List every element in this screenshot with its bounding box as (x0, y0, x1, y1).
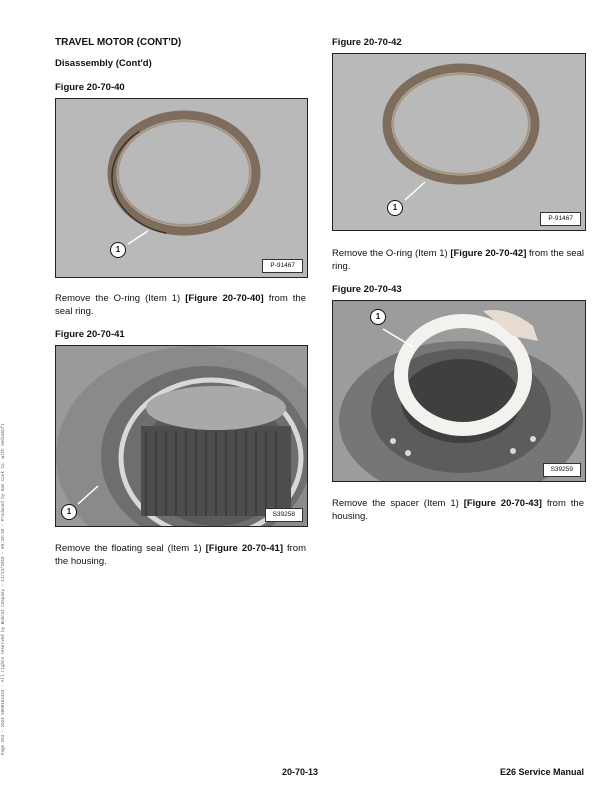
section-title: TRAVEL MOTOR (CONT'D) (55, 37, 182, 48)
figure-label-42: Figure 20-70-42 (332, 37, 402, 48)
instruction-43: Remove the spacer (Item 1) [Figure 20-70… (332, 498, 584, 522)
figure-code: P-91467 (262, 259, 303, 273)
callout-1: 1 (110, 242, 126, 258)
figure-photo-42: 1 P-91467 (332, 53, 586, 231)
figure-label-43: Figure 20-70-43 (332, 284, 402, 295)
instruction-42: Remove the O-ring (Item 1) [Figure 20-70… (332, 248, 584, 272)
figure-label-41: Figure 20-70-41 (55, 329, 125, 340)
figure-code: S39259 (542, 463, 581, 477)
figure-code: P-91467 (540, 212, 581, 226)
side-copyright-text: Page 254 - 2024 6000104442 - All rights … (2, 423, 6, 755)
o-ring-photo-graphic (56, 99, 307, 277)
callout-1: 1 (61, 504, 77, 520)
subsection-title: Disassembly (Cont'd) (55, 58, 152, 69)
figure-photo-43: 1 S39259 (332, 300, 586, 482)
spacer-photo-graphic (333, 301, 585, 481)
floating-seal-photo-graphic (56, 346, 307, 526)
instruction-40: Remove the O-ring (Item 1) [Figure 20-70… (55, 293, 306, 317)
figure-photo-41: 1 S39258 (55, 345, 308, 527)
callout-1: 1 (387, 200, 403, 216)
figure-label-40: Figure 20-70-40 (55, 82, 125, 93)
figure-code: S39258 (264, 508, 303, 522)
manual-title: E26 Service Manual (500, 767, 585, 777)
instruction-41: Remove the floating seal (Item 1) [Figur… (55, 543, 306, 567)
figure-photo-40: 1 P-91467 (55, 98, 308, 278)
o-ring-photo-graphic (333, 54, 585, 230)
callout-1: 1 (370, 309, 386, 325)
page-number: 20-70-13 (282, 767, 319, 777)
